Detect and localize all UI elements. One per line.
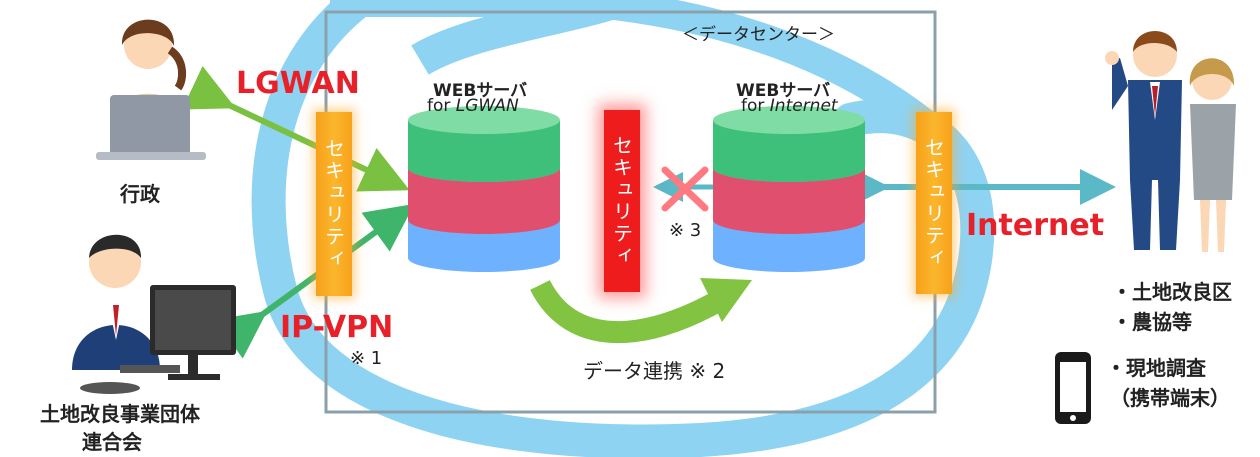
lgwan-server-subtitle-prefix: for	[427, 96, 456, 116]
security-gateway-right: セキュリティ	[916, 112, 952, 294]
lgwan-server-subtitle: for LGWAN	[427, 96, 519, 116]
lgwan-server-title: WEBサーバ	[433, 81, 528, 101]
mobile-label-line2: （携帯端末）	[1110, 386, 1230, 410]
security-gateway-left-label: セキュリティ	[321, 138, 346, 270]
ipvpn-label: IP-VPN	[280, 310, 394, 345]
lgwan-database	[408, 106, 560, 272]
federation-label-line2: 連合会	[82, 430, 142, 454]
security-gateway-left: セキュリティ	[316, 112, 352, 296]
note-1: ※ 1	[350, 348, 383, 369]
gyosei-label: 行政	[120, 182, 160, 206]
users-label-line1: ・土地改良区	[1112, 280, 1232, 304]
internet-server-title: WEBサーバ	[736, 81, 831, 101]
internet-label: Internet	[966, 208, 1105, 243]
users-label-line2: ・農協等	[1112, 310, 1192, 334]
federation-worker-illustration	[72, 234, 236, 394]
security-firewall-middle-label: セキュリティ	[609, 135, 634, 267]
lgwan-arrow	[182, 66, 410, 192]
smartphone-icon	[1055, 352, 1091, 424]
security-gateway-right-label: セキュリティ	[921, 137, 946, 269]
federation-label-line1: 土地改良事業団体	[40, 402, 200, 426]
government-worker-illustration	[96, 19, 206, 160]
data-linkage-arrow	[530, 278, 752, 343]
internet-server-subtitle-prefix: for	[741, 96, 770, 116]
lgwan-label: LGWAN	[236, 66, 360, 101]
internet-database	[713, 106, 865, 272]
note-3: ※ 3	[669, 220, 702, 241]
blocked-link	[653, 166, 713, 212]
mobile-label-line1: ・現地調査	[1106, 356, 1206, 380]
external-users-illustration	[1105, 31, 1236, 252]
internet-server-subtitle: for Internet	[741, 96, 838, 116]
note-2-data-linkage: データ連携 ※ 2	[583, 359, 726, 383]
internet-server-subtitle-em: Internet	[769, 96, 838, 116]
datacenter-label: ＜データセンター＞	[682, 25, 835, 45]
security-firewall-middle: セキュリティ	[604, 110, 640, 292]
lgwan-server-subtitle-em: LGWAN	[455, 96, 519, 116]
